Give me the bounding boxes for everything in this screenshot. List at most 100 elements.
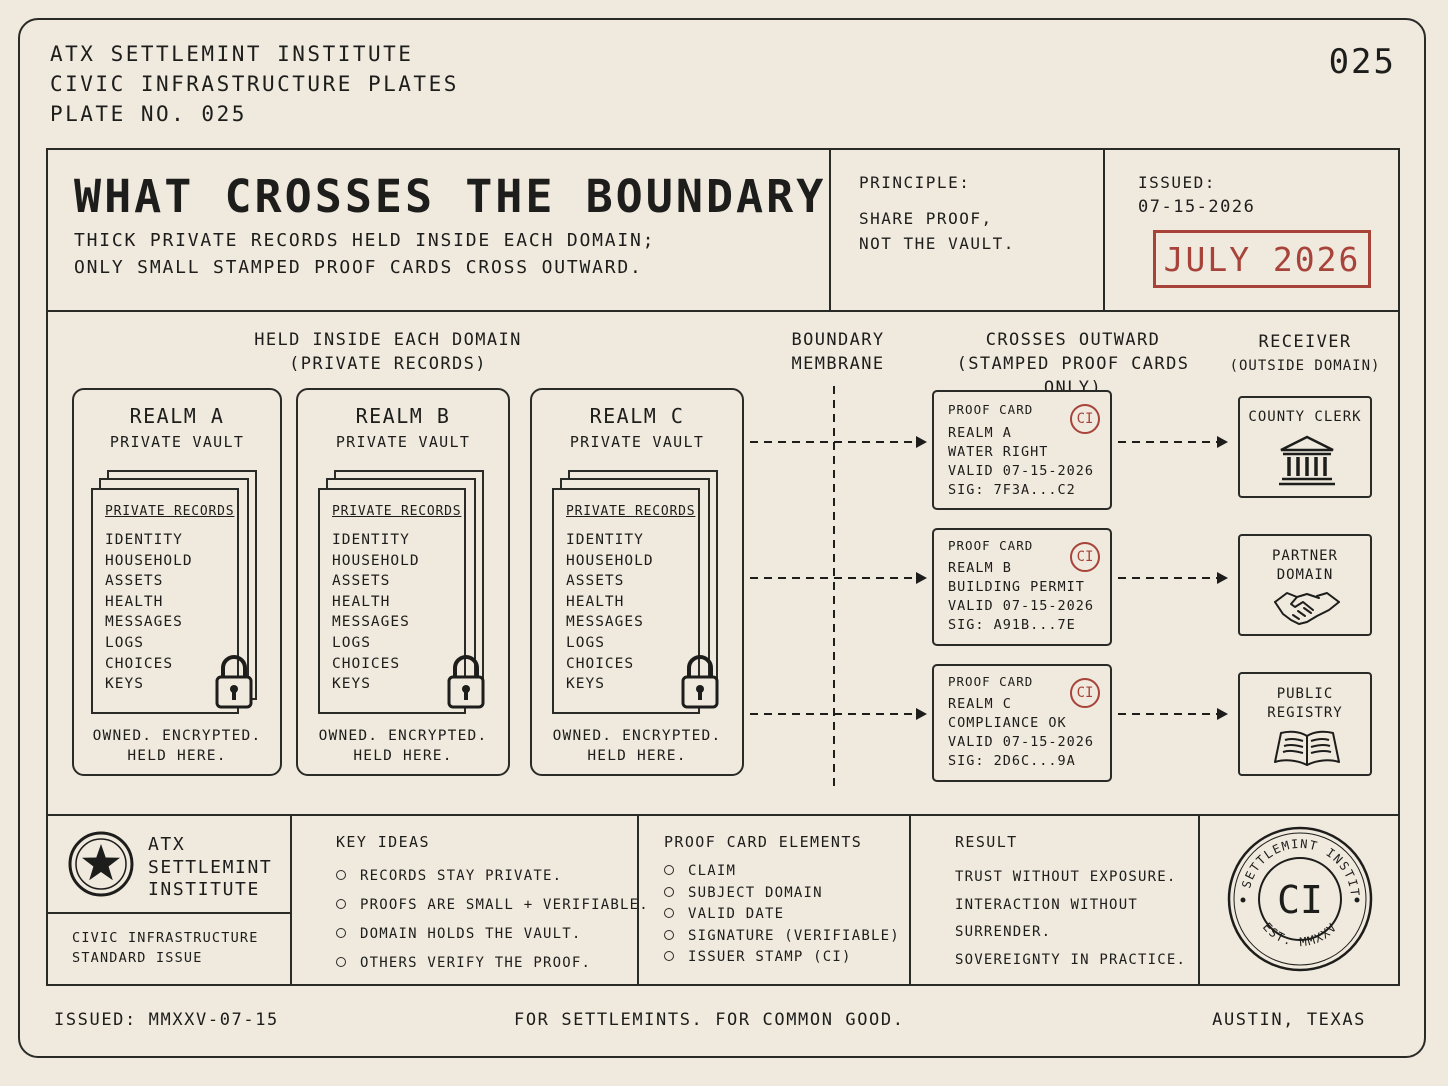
divider xyxy=(1103,148,1105,312)
result-heading: RESULT xyxy=(955,833,1018,851)
principle-label: PRINCIPLE: xyxy=(859,173,971,192)
proof-card-realm-a: PROOF CARD CI REALM A WATER RIGHT VALID … xyxy=(932,390,1112,510)
result-line: TRUST WITHOUT EXPOSURE. xyxy=(955,869,1177,885)
location: AUSTIN, TEXAS xyxy=(1212,1010,1366,1030)
bullet-icon xyxy=(664,929,674,940)
page-title: WHAT CROSSES THE BOUNDARY xyxy=(74,170,827,223)
record-item: IDENTITY xyxy=(566,532,644,548)
records-list: IDENTITY HOUSEHOLD ASSETS HEALTH MESSAGE… xyxy=(105,530,193,695)
realm-title: REALM B xyxy=(355,404,451,428)
record-item: HEALTH xyxy=(332,593,391,610)
card-realm: REALM C xyxy=(948,696,1012,712)
principle-line: NOT THE VAULT. xyxy=(859,234,1015,253)
records-list: IDENTITY HOUSEHOLD ASSETS HEALTH MESSAGE… xyxy=(566,530,654,695)
record-item: MESSAGES xyxy=(566,614,644,631)
record-item: ASSETS xyxy=(332,573,391,590)
plate-number-line: PLATE NO. 025 xyxy=(50,102,247,126)
divider xyxy=(290,814,292,986)
padlock-icon xyxy=(447,655,485,709)
realm-subtitle: PRIVATE VAULT xyxy=(109,433,245,451)
proof-card-elements-heading: PROOF CARD ELEMENTS xyxy=(664,833,863,851)
record-item: HEALTH xyxy=(566,593,625,610)
card-signature: SIG: 7F3A...C2 xyxy=(948,482,1076,498)
card-label: PROOF CARD xyxy=(948,402,1034,417)
bullet-icon xyxy=(336,957,346,967)
card-label: PROOF CARD xyxy=(948,674,1034,689)
key-ideas-heading: KEY IDEAS xyxy=(336,833,430,851)
record-item: MESSAGES xyxy=(332,614,410,631)
held-heading: HELD INSIDE EACH DOMAIN(PRIVATE RECORDS) xyxy=(254,330,522,374)
ci-stamp-icon: CI xyxy=(1070,404,1100,434)
footer-panel xyxy=(46,814,1400,986)
bullet-icon xyxy=(336,928,346,938)
card-body: REALM A WATER RIGHT VALID 07-15-2026 SIG… xyxy=(948,424,1094,500)
principle-line: SHARE PROOF, xyxy=(859,209,993,228)
result-line: INTERACTION WITHOUT xyxy=(955,896,1138,913)
owned-note: OWNED. ENCRYPTED.HELD HERE. xyxy=(318,728,488,764)
handshake-icon xyxy=(1274,592,1340,625)
standard-issue-note: CIVIC INFRASTRUCTURE STANDARD ISSUE xyxy=(72,930,259,966)
issued-footer: ISSUED: MMXXV-07-15 xyxy=(54,1010,279,1030)
result-line: SURRENDER. xyxy=(955,924,1052,940)
bullet-icon xyxy=(336,870,346,880)
issued-date: 07-15-2026 xyxy=(1138,197,1256,217)
card-signature: SIG: 2D6C...9A xyxy=(948,753,1076,769)
list-item: RECORDS STAY PRIVATE. xyxy=(336,862,649,891)
list-item: CLAIM xyxy=(664,861,900,883)
ci-stamp-icon: CI xyxy=(1070,678,1100,708)
record-item: ASSETS xyxy=(566,573,625,590)
svg-text:EST. MMXXV: EST. MMXXV xyxy=(1260,920,1340,949)
record-item: LOGS xyxy=(566,634,605,651)
divider xyxy=(909,814,911,986)
open-book-icon xyxy=(1274,730,1340,766)
seal-bottom-text: EST. MMXXV xyxy=(1260,920,1339,949)
card-valid-date: VALID 07-15-2026 xyxy=(948,734,1095,750)
record-item: KEYS xyxy=(332,676,371,693)
plate-frame xyxy=(18,18,1426,1058)
courthouse-icon xyxy=(1279,435,1335,486)
subtitle-line: THICK PRIVATE RECORDS HELD INSIDE EACH D… xyxy=(74,230,656,251)
realm-title: REALM A xyxy=(129,404,225,428)
seal-center-text: CI xyxy=(1277,878,1323,922)
diagram-panel xyxy=(46,312,1400,814)
card-claim: COMPLIANCE OK xyxy=(948,715,1067,731)
records-list: IDENTITY HOUSEHOLD ASSETS HEALTH MESSAGE… xyxy=(332,530,420,695)
record-item: KEYS xyxy=(566,676,605,693)
institute-seal: ATX SETTLEMINT INSTITUTE EST. MMXXV CI xyxy=(1227,826,1373,972)
card-realm: REALM B xyxy=(948,560,1012,576)
records-heading: PRIVATE RECORDS xyxy=(332,504,462,519)
record-item: HOUSEHOLD xyxy=(566,552,654,569)
record-item: KEYS xyxy=(105,676,144,693)
receiver-label: COUNTY CLERK xyxy=(1248,409,1362,425)
divider xyxy=(1198,814,1200,986)
record-item: IDENTITY xyxy=(105,532,183,548)
realm-title: REALM C xyxy=(589,404,685,428)
divider xyxy=(829,148,831,312)
result-list: TRUST WITHOUT EXPOSURE. INTERACTION WITH… xyxy=(955,864,1186,974)
record-item: IDENTITY xyxy=(332,532,410,548)
bullet-icon xyxy=(664,886,674,897)
list-item: PROOFS ARE SMALL + VERIFIABLE. xyxy=(336,891,649,920)
padlock-icon xyxy=(215,655,253,709)
crosses-heading: CROSSES OUTWARD(STAMPED PROOF CARDS ONLY… xyxy=(956,330,1190,398)
records-heading: PRIVATE RECORDS xyxy=(566,504,696,519)
owned-note: OWNED. ENCRYPTED.HELD HERE. xyxy=(92,728,262,764)
realm-b-vault: REALM B PRIVATE VAULT PRIVATE RECORDS ID… xyxy=(296,388,510,776)
record-item: CHOICES xyxy=(566,655,635,672)
plate-series: CIVIC INFRASTRUCTURE PLATES xyxy=(50,72,459,96)
record-item: MESSAGES xyxy=(105,614,183,631)
realm-a-vault: REALM A PRIVATE VAULT PRIVATE RECORDS ID… xyxy=(72,388,282,776)
list-item: SIGNATURE (VERIFIABLE) xyxy=(664,926,900,948)
card-valid-date: VALID 07-15-2026 xyxy=(948,463,1095,479)
ci-stamp-icon: CI xyxy=(1070,542,1100,572)
proof-card-realm-b: PROOF CARD CI REALM B BUILDING PERMIT VA… xyxy=(932,528,1112,646)
record-item: HOUSEHOLD xyxy=(332,552,420,569)
title-panel xyxy=(46,148,1400,312)
plate-number: 025 xyxy=(1328,42,1396,82)
date-stamp: JULY 2026 xyxy=(1153,230,1371,288)
record-item: ASSETS xyxy=(105,573,164,590)
institute-star-emblem-icon xyxy=(68,831,134,897)
motto: FOR SETTLEMINTS. FOR COMMON GOOD. xyxy=(514,1010,905,1030)
